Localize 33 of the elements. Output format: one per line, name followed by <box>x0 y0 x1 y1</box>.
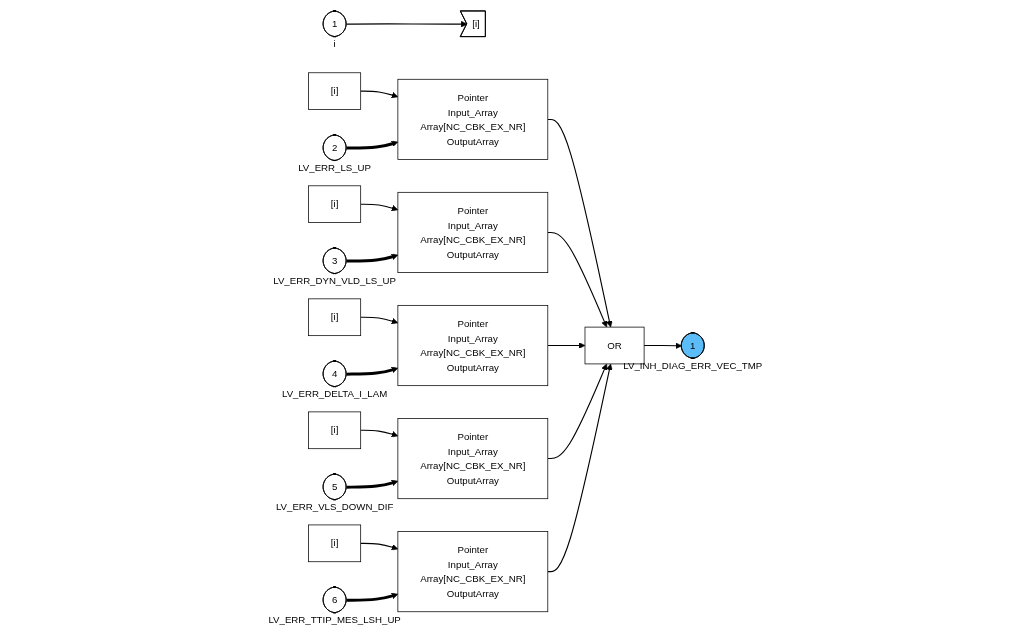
arrow <box>346 592 399 602</box>
node-box: [i] <box>308 72 362 110</box>
node-box: Pointer Input_Array Array[NC_CBK_EX_NR] OutputArray <box>397 531 549 613</box>
arrow <box>547 231 608 328</box>
arrow <box>547 363 608 460</box>
arrow <box>547 342 586 349</box>
port-name: LV_ERR_DYN_VLD_LS_UP <box>273 274 396 286</box>
node-box: [i] <box>308 185 362 223</box>
arrow <box>360 316 399 325</box>
arrow <box>547 118 613 328</box>
arrow <box>346 140 399 150</box>
arrow <box>360 203 399 212</box>
node-box: Pointer Input_Array Array[NC_CBK_EX_NR] OutputArray <box>397 78 549 160</box>
node-box: Pointer Input_Array Array[NC_CBK_EX_NR] OutputArray <box>397 418 549 500</box>
arrow <box>360 90 399 99</box>
node-box: Pointer Input_Array Array[NC_CBK_EX_NR] OutputArray <box>397 305 549 387</box>
node-box: [i] <box>308 298 362 337</box>
port-name: LV_ERR_DELTA_I_LAM <box>282 388 388 399</box>
node-box: Pointer Input_Array Array[NC_CBK_EX_NR] OutputArray <box>397 191 549 273</box>
port-name: LV_ERR_LS_UP <box>298 161 372 173</box>
arrow <box>346 253 399 263</box>
arrow <box>547 363 613 573</box>
arrow <box>360 429 399 438</box>
arrow <box>346 479 399 489</box>
port-name: i <box>333 38 336 49</box>
arrow <box>346 366 399 376</box>
arrow <box>643 342 682 350</box>
port-name: LV_ERR_TTIP_MES_LSH_UP <box>268 614 401 626</box>
node-box: [i] <box>308 411 362 450</box>
node-box: [i] <box>308 524 362 563</box>
port-name: LV_ERR_VLS_DOWN_DIF <box>275 501 394 513</box>
arrow <box>360 542 399 551</box>
arrow <box>345 20 468 28</box>
